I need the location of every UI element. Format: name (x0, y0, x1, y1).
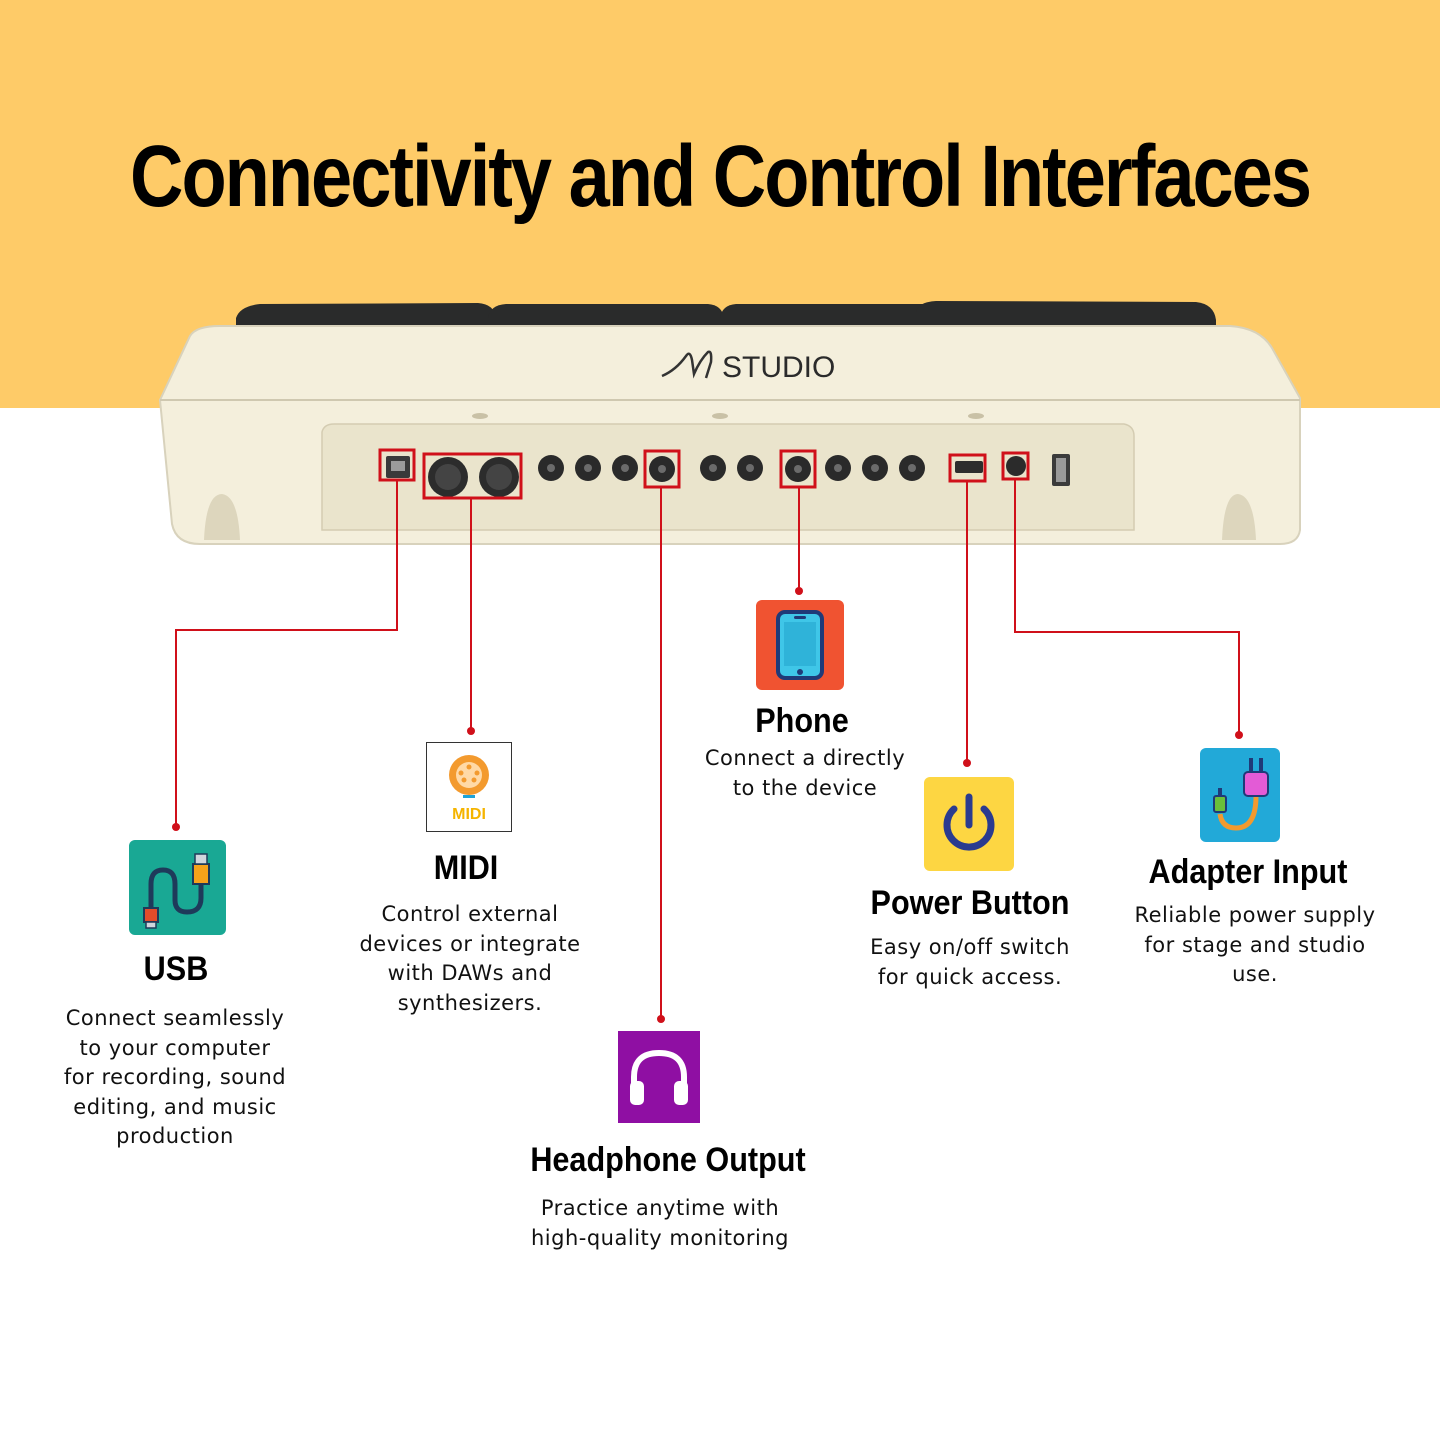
dc-adapter-port (1006, 456, 1026, 476)
page-title: Connectivity and Control Interfaces (130, 127, 1312, 226)
midi-title: MIDI (433, 849, 499, 887)
power-switch (955, 461, 983, 473)
brand-logo-text: STUDIO (722, 351, 835, 384)
headphones-icon (618, 1031, 700, 1123)
usb-b-port (386, 456, 410, 478)
midi-ports (428, 457, 519, 497)
power-plug-icon (1200, 748, 1280, 842)
adapter-title: Adapter Input (1148, 853, 1348, 891)
power-icon (924, 777, 1014, 871)
phone-title: Phone (755, 702, 849, 740)
callout-dots (172, 587, 1243, 1023)
usb-title: USB (143, 950, 209, 988)
power-title: Power Button (870, 884, 1070, 922)
usb-cable-icon (129, 840, 226, 935)
brand-logo-mark (661, 350, 713, 379)
svg-text:MIDI: MIDI (452, 806, 486, 823)
midi-connector-icon: MIDI (426, 742, 512, 832)
headphone-title: Headphone Output (530, 1141, 806, 1179)
callout-lines (175, 479, 1240, 1018)
smartphone-icon (756, 600, 844, 690)
